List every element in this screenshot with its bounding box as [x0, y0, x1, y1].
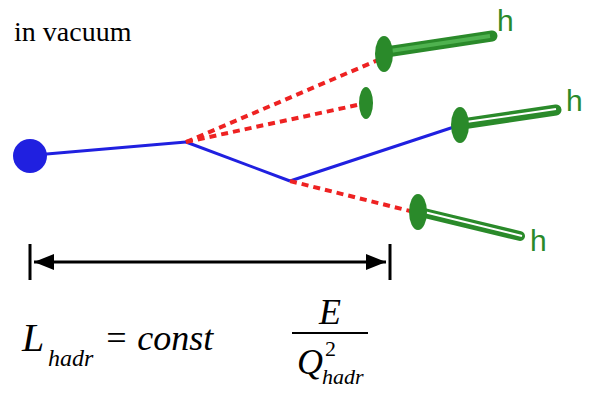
formula-text: = const — [104, 320, 213, 356]
formula-superscript: 2 — [325, 338, 336, 360]
hadron-bar — [386, 36, 492, 52]
hadron-bar — [390, 36, 490, 51]
source-dot — [13, 139, 47, 173]
hadron-label: h — [530, 226, 547, 256]
hadron-bar — [462, 110, 556, 124]
parton-line — [35, 142, 186, 155]
arrow-head — [34, 254, 54, 270]
hadron-blob — [375, 36, 393, 72]
gluon-line — [186, 104, 362, 142]
parton-line — [290, 125, 460, 181]
hadron-label: h — [497, 6, 514, 36]
gluon-line — [186, 60, 378, 142]
parton-line — [186, 142, 290, 181]
formula-symbol: E — [319, 294, 341, 330]
bracket-tick — [29, 244, 32, 280]
fraction-bar — [292, 332, 368, 334]
bracket-tick — [389, 244, 392, 280]
hadron-blob — [359, 87, 373, 119]
formula-subscript: hadr — [322, 366, 364, 388]
hadron-label: h — [566, 86, 583, 116]
formula-symbol: Q — [297, 344, 323, 380]
formula-symbol: L — [22, 318, 44, 358]
hadron-bar — [424, 212, 522, 236]
caption-text: in vacuum — [14, 18, 131, 46]
hadron-blob — [409, 194, 427, 230]
hadron-blob — [451, 107, 469, 143]
formula-subscript: hadr — [48, 346, 93, 370]
gluon-line — [290, 181, 414, 212]
arrow-head — [366, 254, 386, 270]
hadron-bar — [466, 109, 556, 122]
length-arrow — [34, 261, 386, 264]
